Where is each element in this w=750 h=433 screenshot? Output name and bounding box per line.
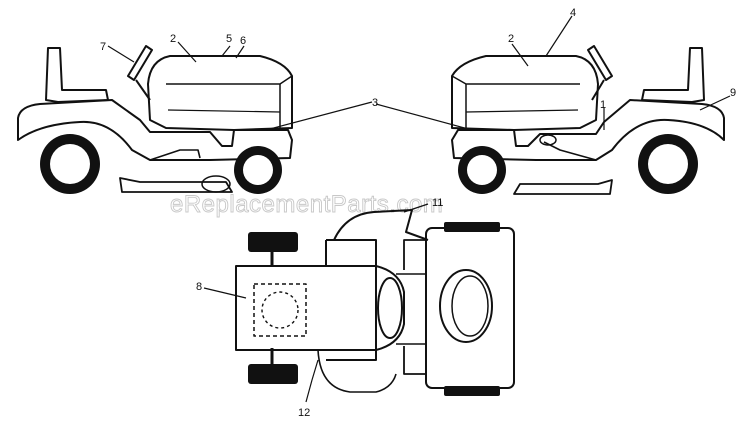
mower-deck-left [119,177,233,193]
steering-wheel-left [127,45,153,81]
dash-top [326,239,377,361]
body-top [325,240,405,351]
body-fender-left [17,99,293,161]
mower-top-view [235,209,515,393]
front-wheel-top-lower [248,364,298,384]
hood-decal-circle [261,291,299,329]
hood-line-right [451,75,580,85]
callout-5: 5 [226,33,232,45]
seat-top [439,269,493,343]
watermark-text: eReplacementParts.com [170,191,443,218]
callout-1: 1 [600,99,606,111]
callout-2-right: 2 [508,33,514,45]
steering-column-left [135,79,151,101]
deck-knob-right [539,134,557,146]
seat-left [45,47,109,103]
hood-top [235,265,377,351]
wheels-top-view [248,222,500,396]
wheels-right [458,134,698,194]
grille-left [167,109,281,113]
deck-lever-left [149,149,201,161]
deck-chute-left [201,175,231,193]
mower-deck-right [513,179,613,195]
callout-6: 6 [240,35,246,47]
rear-panel-top [403,239,426,375]
wheels-left [40,134,282,194]
callout-3: 3 [372,97,378,109]
grille-right [465,109,579,113]
hood-line-left [166,75,293,85]
callout-11: 11 [432,197,443,209]
seat-right [641,47,705,103]
callout-8: 8 [196,281,202,293]
callout-12: 12 [298,407,310,419]
seat-inner-top [451,275,489,337]
callout-7: 7 [100,41,106,53]
steering-column-right [591,79,605,101]
hood-right [451,55,599,131]
callout-4: 4 [570,7,576,19]
hood-left [147,55,293,131]
mower-left-side-view [17,45,293,193]
hood-decal-outline [253,283,307,337]
callout-9: 9 [730,87,736,99]
body-fender-right [451,99,725,161]
deck-top [317,349,397,393]
rear-wheel-top-lower [444,386,500,396]
callout-labels: 7 2 5 6 3 2 4 1 9 8 11 12 [100,7,736,419]
mower-right-side-view [451,45,725,195]
seat-divider-top [396,273,426,345]
callout-2-left: 2 [170,33,176,45]
steering-wheel-right [587,45,613,81]
steering-hub-top [377,277,403,339]
steering-wheel-top [333,209,429,241]
leader-lines [107,15,731,403]
rear-wheel-top-upper [444,222,500,232]
front-wheel-top-upper [248,232,298,252]
